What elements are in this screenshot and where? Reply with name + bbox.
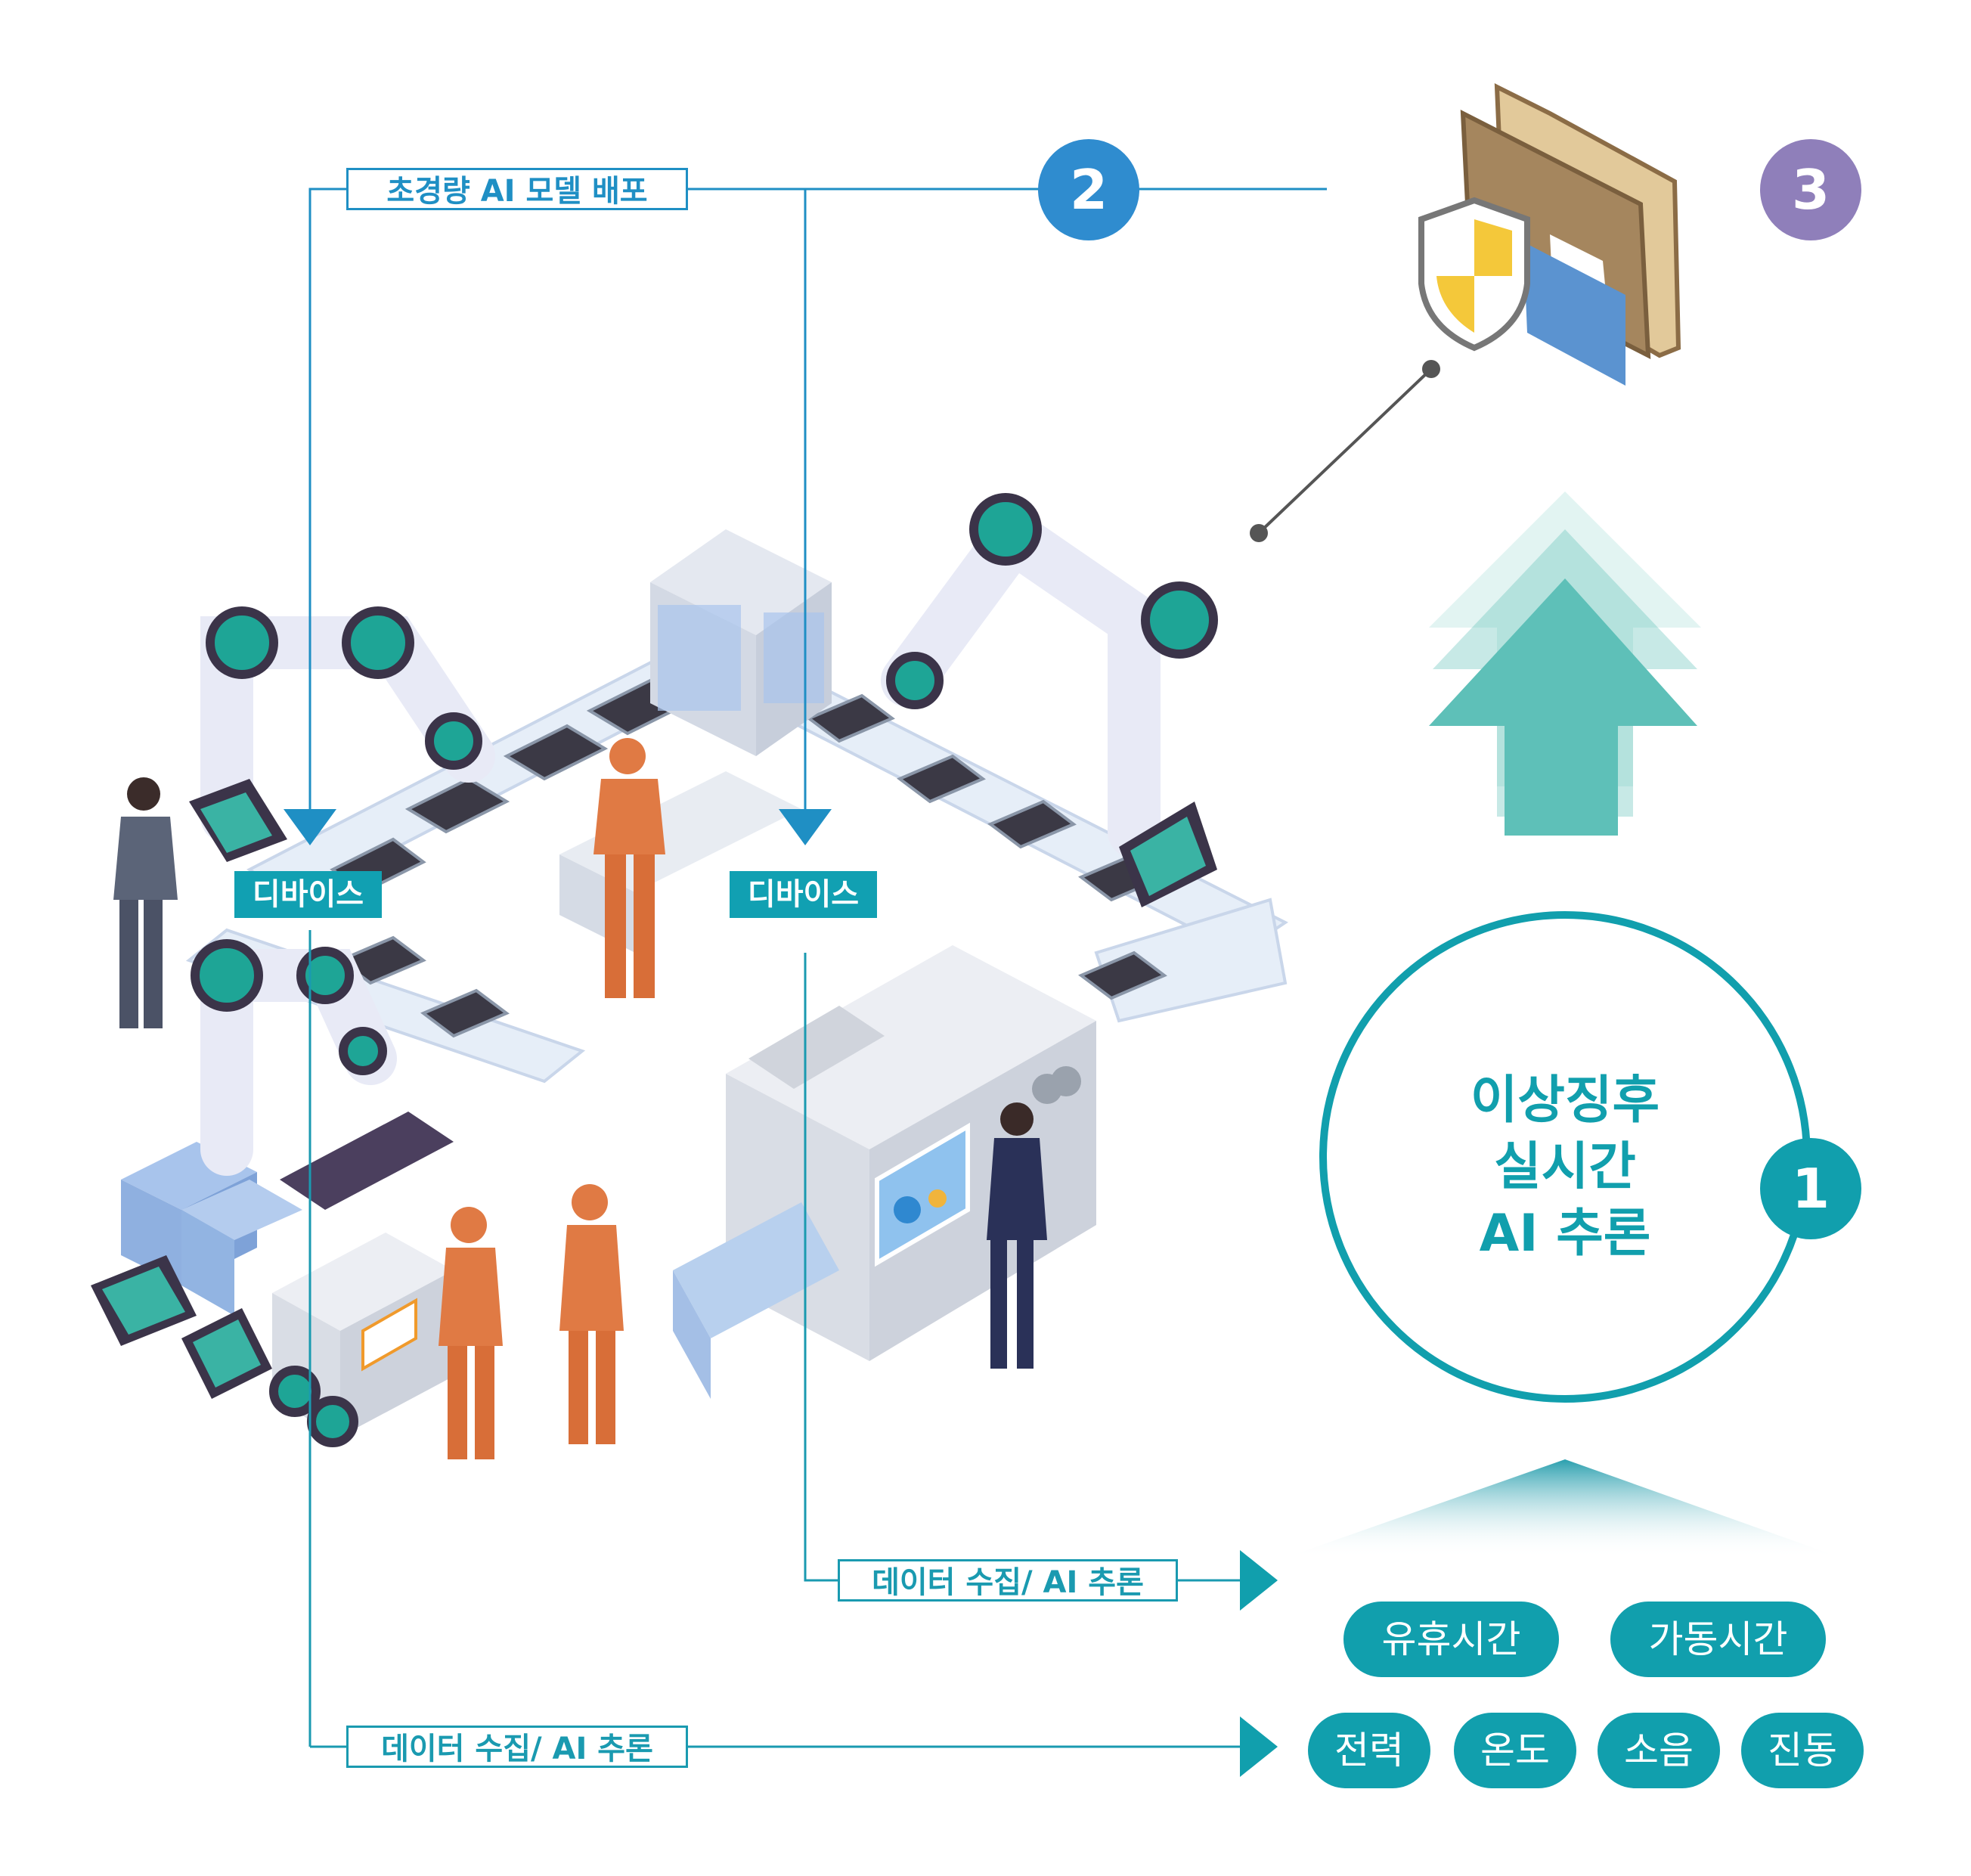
machine-box: [650, 529, 832, 756]
step-3-badge: 3: [1760, 139, 1861, 240]
inference-line-2: 실시간: [1494, 1137, 1636, 1197]
metric-temperature: 온도: [1454, 1713, 1576, 1788]
metric-idle-time: 유휴시간: [1343, 1602, 1559, 1677]
metric-power: 전력: [1308, 1713, 1430, 1788]
inference-line-3: AI 추론: [1479, 1204, 1651, 1264]
metric-noise: 소음: [1598, 1713, 1720, 1788]
step-1-badge: 1: [1760, 1138, 1861, 1239]
inference-line-1: 이상징후: [1470, 1071, 1660, 1130]
data-collect-label-lower: 데이터 수집/ AI 추론: [346, 1726, 688, 1768]
worker-icon: [113, 738, 1047, 1459]
inference-title: 이상징후 실시간 AI 추론: [1399, 1068, 1731, 1267]
device-label-right: 디바이스: [730, 871, 877, 918]
model-deploy-label: 초경량 AI 모델 배포: [346, 168, 688, 210]
step-2-badge: 2: [1038, 139, 1139, 240]
inspection-machine: [673, 945, 1096, 1399]
shield-icon: [1418, 197, 1530, 352]
folder-icon: [1460, 83, 1681, 386]
aggregation-fan: [1285, 1459, 1841, 1558]
up-arrow-icon: [1429, 491, 1701, 836]
metric-vibration: 진동: [1741, 1713, 1864, 1788]
data-collect-label-upper: 데이터 수집/ AI 추론: [838, 1559, 1178, 1602]
device-label-left: 디바이스: [234, 871, 382, 918]
metric-operating-time: 가동시간: [1610, 1602, 1826, 1677]
